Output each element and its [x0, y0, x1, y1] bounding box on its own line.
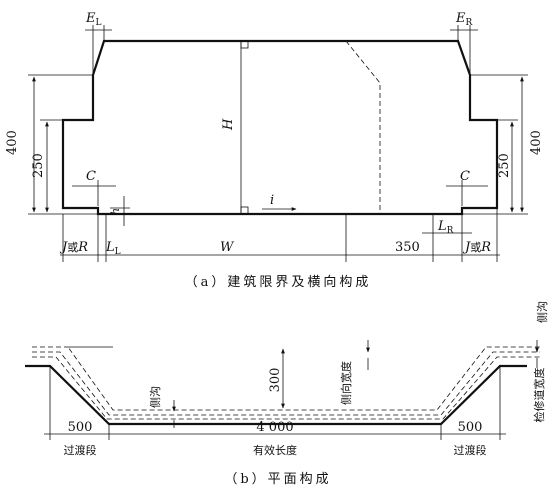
label-j-or-r-right: J或R	[462, 240, 491, 255]
caption-a: （a）建筑限界及横向构成	[185, 274, 372, 290]
figure-a-cross-section: EL ER H h i C C 400 250 400 250 J或R LL W…	[5, 11, 544, 290]
label-h-upper: H	[221, 118, 236, 131]
label-350: 350	[395, 240, 420, 255]
caption-b: （b）平面构成	[224, 472, 331, 487]
label-ll: LL	[105, 240, 121, 257]
label-side-ditch-top: 侧沟	[536, 301, 549, 323]
label-i: i	[270, 193, 274, 208]
label-left-400: 400	[5, 130, 20, 155]
label-500-left: 500	[68, 420, 93, 435]
plan-dash-3	[32, 356, 540, 420]
right-angle-mark-top	[240, 40, 249, 49]
label-side-ditch-mid: 侧沟	[149, 386, 162, 408]
label-side-width: 侧向宽度	[339, 361, 353, 405]
dashed-boundary	[345, 40, 381, 214]
right-angle-mark-bottom	[240, 206, 249, 215]
label-right-400: 400	[529, 130, 544, 155]
label-c-right: C	[460, 169, 470, 184]
label-maint-width: 检修道宽度	[532, 368, 546, 423]
plan-main-line	[25, 364, 527, 426]
label-j-or-r-left: J或R	[59, 240, 88, 255]
label-500-right: 500	[458, 420, 483, 435]
label-left-250: 250	[31, 153, 46, 178]
label-lr: LR	[437, 219, 454, 236]
label-w: W	[220, 240, 235, 255]
label-4000: 4 000	[256, 420, 293, 435]
label-transition-right: 过渡段	[454, 443, 487, 457]
plan-dash-2	[32, 351, 540, 416]
label-transition-left: 过渡段	[64, 443, 97, 457]
label-er: ER	[455, 11, 473, 28]
label-el: EL	[85, 11, 102, 28]
label-right-250: 250	[497, 153, 512, 178]
plan-dash-1	[32, 346, 540, 411]
label-h-lower: h	[109, 208, 122, 215]
label-300: 300	[268, 368, 283, 393]
label-effective-length: 有效长度	[253, 443, 297, 457]
figure-b-plan: 侧沟 检修道宽度 侧向宽度 300 侧沟 500 4 000 500 过渡段 有…	[25, 301, 549, 487]
clearance-outline	[61, 39, 499, 216]
label-c-left: C	[86, 169, 96, 184]
